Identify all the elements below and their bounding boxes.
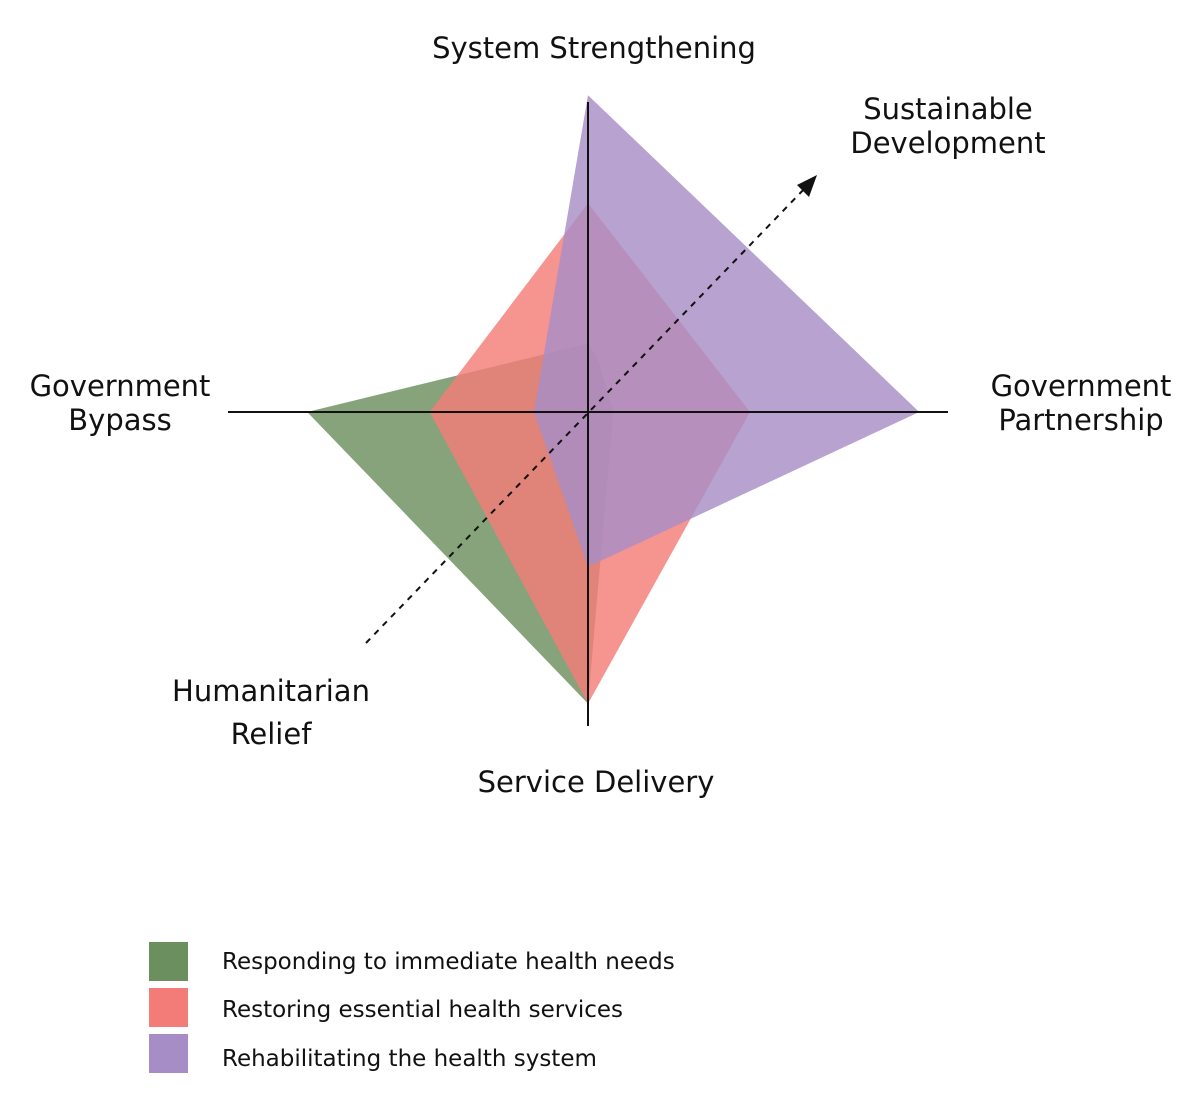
legend-label-purple: Rehabilitating the health system (222, 1046, 597, 1072)
axes (228, 102, 948, 726)
axis-label-diagonal-upper-line2: Development (850, 126, 1045, 160)
legend: Responding to immediate health needs Res… (149, 942, 675, 1073)
series-polygon-2 (534, 95, 920, 567)
axis-label-left-line1: Government (30, 369, 211, 403)
axis-label-diagonal-upper-line1: Sustainable (863, 92, 1033, 126)
arrow-head-icon (797, 175, 817, 197)
legend-swatch-red (149, 988, 188, 1027)
axis-label-left-line2: Bypass (68, 403, 171, 437)
axis-label-diagonal-lower-line2: Relief (231, 717, 313, 751)
axis-label-right-line1: Government (991, 369, 1172, 403)
axis-label-diagonal-lower-line1: Humanitarian (172, 674, 370, 708)
axis-label-top: System Strengthening (432, 31, 756, 65)
diagonal-dashed-arrow (365, 184, 809, 644)
legend-label-green: Responding to immediate health needs (222, 949, 675, 975)
legend-swatch-green (149, 942, 188, 981)
axis-label-bottom: Service Delivery (478, 765, 715, 799)
legend-swatch-purple (149, 1034, 188, 1073)
series-polygons (307, 95, 920, 704)
legend-label-red: Restoring essential health services (222, 997, 623, 1023)
axis-label-right-line2: Partnership (998, 403, 1163, 437)
